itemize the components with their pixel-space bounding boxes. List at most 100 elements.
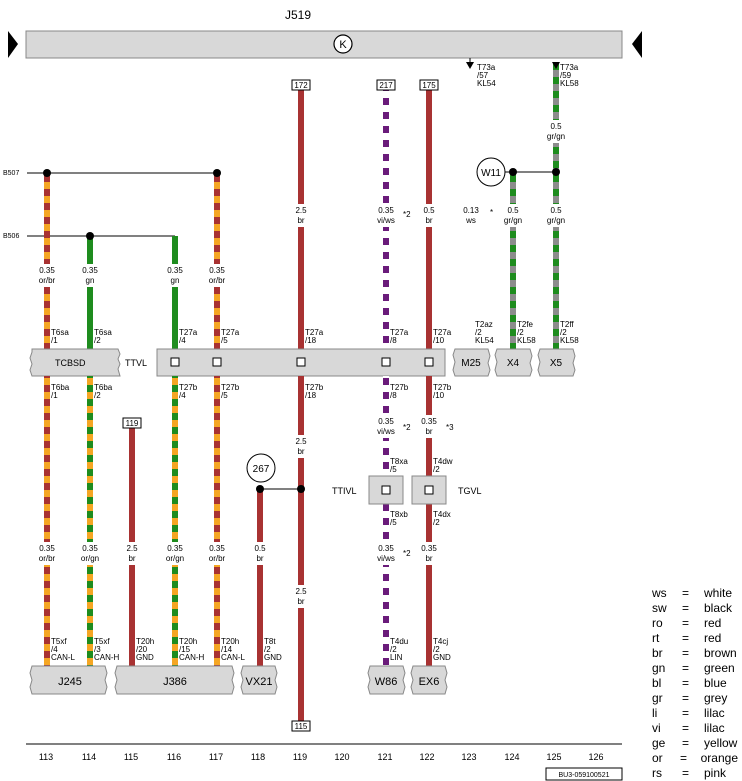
splice-dot [297, 485, 305, 493]
footnote-marker: * [490, 208, 493, 217]
legend-equals: = [682, 616, 690, 630]
pin-label-connector: T20h [136, 637, 154, 646]
legend-meaning: yellow [704, 736, 738, 750]
legend-equals: = [682, 676, 690, 690]
footnotes: *2**2*3*2 [403, 208, 493, 558]
column-number: 125 [546, 752, 561, 762]
pin-label-number: /2 [390, 645, 397, 654]
pin-label-connector: T5xf [94, 637, 110, 646]
wire-color-code: br [425, 554, 432, 563]
legend-meaning: white [704, 586, 733, 600]
doc-id: BU3-059100521 [559, 772, 610, 779]
ground-symbol-icon [333, 34, 353, 54]
pin-label-connector: T8t [264, 637, 276, 646]
legend-row: ws=white [652, 586, 738, 601]
wire-color-code: gr/gn [547, 132, 565, 141]
pin-label-number: /2 [433, 645, 440, 654]
pin-label-signal: GND [136, 653, 154, 662]
legend-row: gn=green [652, 661, 738, 676]
pin-label-connector: T27b [390, 383, 409, 392]
wire-gauge: 0.35 [167, 266, 183, 275]
wire-color-code: gr/gn [547, 216, 565, 225]
pin-label-number: /15 [179, 645, 191, 654]
pin-label-connector: T4dx [433, 510, 451, 519]
label-background [287, 204, 315, 227]
ttvl-label: TTVL [125, 358, 147, 368]
label-background [415, 204, 443, 227]
wire-color-code: gn [171, 276, 180, 285]
pin-label-connector: T6ba [94, 383, 113, 392]
footnote-marker: *3 [446, 423, 454, 432]
label-background [415, 415, 443, 438]
column-number: 117 [209, 752, 223, 762]
svg-text:M25: M25 [461, 358, 481, 369]
wire-gauge: 0.35 [378, 544, 394, 553]
wire-gauge: 0.35 [209, 266, 225, 275]
legend-equals: = [682, 661, 690, 675]
column-number: 116 [167, 752, 181, 762]
pin-label-number: /2 [475, 328, 482, 337]
top-pin-signal: KL58 [560, 79, 579, 88]
legend-code: bl [652, 676, 662, 690]
svg-text:J245: J245 [58, 676, 82, 688]
wire-119-lower [298, 376, 304, 721]
column-number: 120 [334, 752, 349, 762]
wire-color-code: ws [465, 216, 476, 225]
j386-box: J386 [114, 665, 235, 695]
wire-color-code: br [425, 216, 432, 225]
legend-code: vi [652, 721, 661, 735]
wire-color-code: gn [86, 276, 95, 285]
pin-label-connector: T27b [305, 383, 324, 392]
legend-meaning: grey [704, 691, 728, 705]
pin-label-connector: T27b [433, 383, 452, 392]
pin-label-connector: T8xa [390, 457, 408, 466]
label-background [372, 415, 400, 438]
pin-label-number: /20 [136, 645, 148, 654]
pin-label-signal: GND [264, 653, 282, 662]
legend-equals: = [682, 601, 690, 615]
wire-color-code: or/br [209, 554, 226, 563]
wire-114-upper [87, 236, 93, 349]
pin-label-connector: T27a [305, 328, 324, 337]
pin-label-connector: T6sa [51, 328, 69, 337]
ref-box-115: 115 [291, 720, 311, 732]
legend-row: gr=grey [652, 691, 738, 706]
wire-gauge: 0.5 [254, 544, 266, 553]
wire-gauge: 2.5 [295, 437, 307, 446]
top-pin-connector: T73a [477, 63, 496, 72]
ttivl-label: TTIVL [332, 486, 357, 496]
column-number: 119 [293, 752, 307, 762]
legend-row: or=orange [652, 751, 738, 766]
label-background [499, 204, 527, 227]
w11-label: W11 [481, 168, 501, 179]
pin-label-number: /4 [179, 336, 186, 345]
pin-label-number: /4 [51, 645, 58, 654]
pin-73a-59-arrow-icon [552, 62, 560, 69]
svg-text:W86: W86 [375, 676, 398, 688]
wire-114-lower [87, 376, 93, 666]
label-background [76, 264, 104, 287]
wire-121-lower-b [383, 504, 389, 666]
wire-gauge: 0.35 [209, 544, 225, 553]
splice-dot [86, 232, 94, 240]
legend-row: ro=red [652, 616, 738, 631]
svg-text:172: 172 [294, 81, 308, 90]
legend-row: li=lilac [652, 706, 738, 721]
pin-label-connector: T27a [221, 328, 240, 337]
top-pin-connector: T73a [560, 63, 579, 72]
legend-meaning: black [704, 601, 733, 615]
splice-dot [43, 169, 51, 177]
pin-label-signal: CAN-H [179, 653, 205, 662]
column-number: 115 [124, 752, 138, 762]
legend-row: rt=red [652, 631, 738, 646]
x5-connector: X5 [537, 348, 576, 377]
wire-gauge: 0.5 [550, 122, 562, 131]
wire-113-upper [44, 173, 50, 349]
pin-label-number: /2 [94, 336, 101, 345]
legend-code: li [652, 706, 658, 720]
pin-label-number: /1 [51, 336, 58, 345]
column-number: 126 [588, 752, 603, 762]
pin-label-number: /18 [305, 336, 317, 345]
pin-label-connector: T4dw [433, 457, 453, 466]
w86-box: W86 [367, 665, 406, 695]
